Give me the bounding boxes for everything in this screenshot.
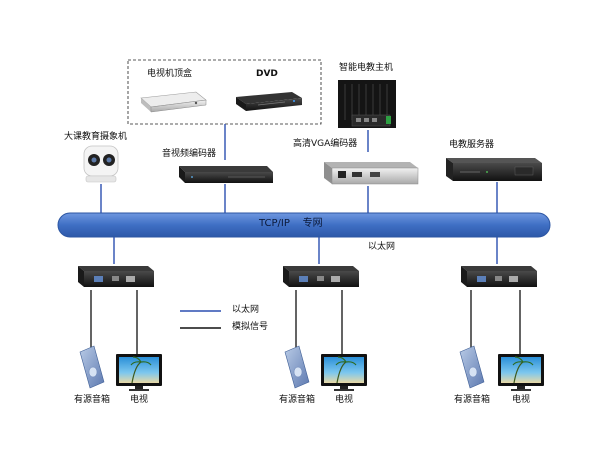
label-dvd: DVD (256, 69, 278, 79)
decoder-icon (283, 266, 359, 287)
speaker-icon (79, 345, 105, 389)
label-server: 电教服务器 (449, 140, 495, 150)
label-tv-1: 电视 (130, 395, 149, 405)
label-smart-host: 智能电教主机 (339, 63, 394, 73)
camera-icon (83, 145, 119, 183)
legend-analog-label: 模拟信号 (232, 322, 269, 332)
legend-ethernet-label: 以太网 (232, 305, 260, 315)
label-av-encoder: 音视频编码器 (162, 149, 217, 159)
ethernet-connectors (100, 124, 498, 264)
label-ethernet-bus: 以太网 (368, 242, 396, 252)
label-speaker-3: 有源音箱 (454, 395, 491, 405)
decoder-icon (461, 266, 537, 287)
av-encoder-icon (179, 166, 273, 183)
tv-icon (116, 354, 162, 391)
speaker-icon (459, 345, 485, 389)
tv-icon (498, 354, 544, 391)
label-tcpip-bus: TCP/IP 专网 (259, 218, 323, 229)
label-tv-3: 电视 (512, 395, 531, 405)
label-speaker-1: 有源音箱 (74, 395, 111, 405)
source-group-box (127, 59, 322, 125)
server-icon (446, 158, 542, 181)
label-set-top-box: 电视机顶盒 (147, 69, 193, 79)
speaker-icon (284, 345, 310, 389)
label-vga-encoder: 高清VGA编码器 (293, 139, 358, 149)
label-speaker-2: 有源音箱 (279, 395, 316, 405)
dvd-player-icon (236, 92, 302, 111)
decoder-icon (78, 266, 154, 287)
vga-encoder-icon (324, 162, 419, 185)
label-camera: 大课教育摄象机 (64, 132, 128, 142)
smart-host-icon (338, 80, 396, 128)
set-top-box-icon (140, 91, 207, 113)
tv-icon (321, 354, 367, 391)
label-tv-2: 电视 (335, 395, 354, 405)
analog-connectors (90, 290, 521, 354)
tcpip-bus (57, 212, 551, 238)
